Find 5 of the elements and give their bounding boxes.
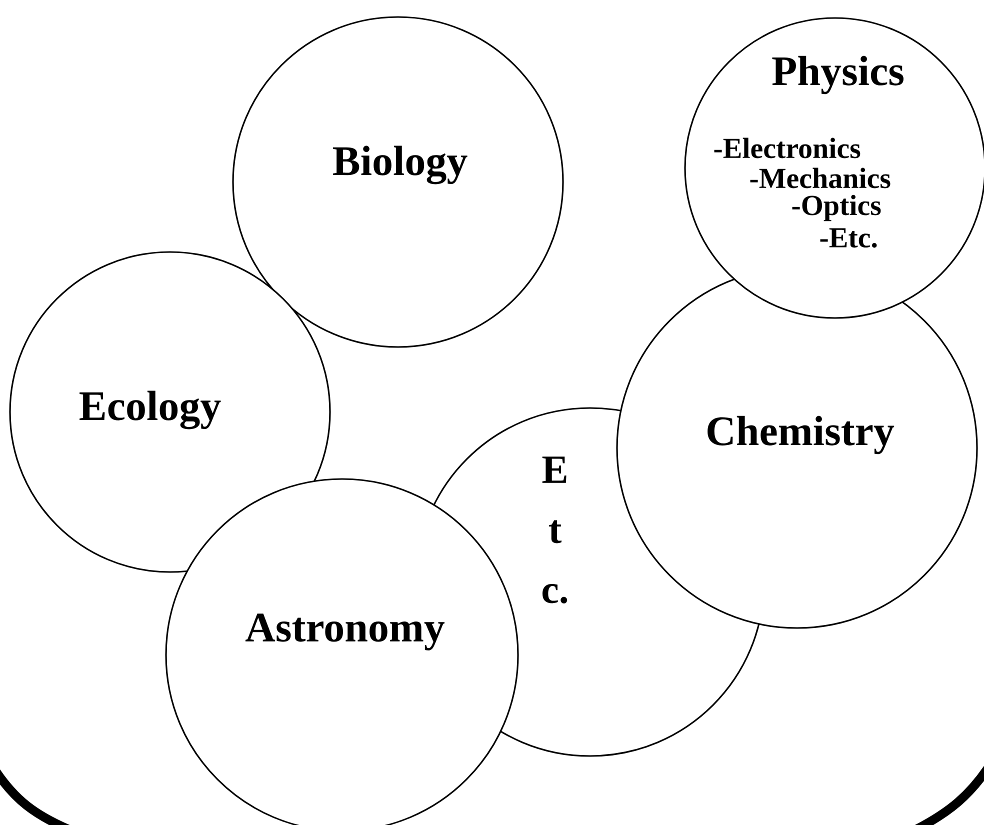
node-label: -Mechanics [750,168,890,188]
node-label: -Electronics [714,138,860,158]
node-label: Physics [772,56,904,94]
node-label: -Etc. [820,228,877,248]
node-label: -Optics [792,194,881,222]
